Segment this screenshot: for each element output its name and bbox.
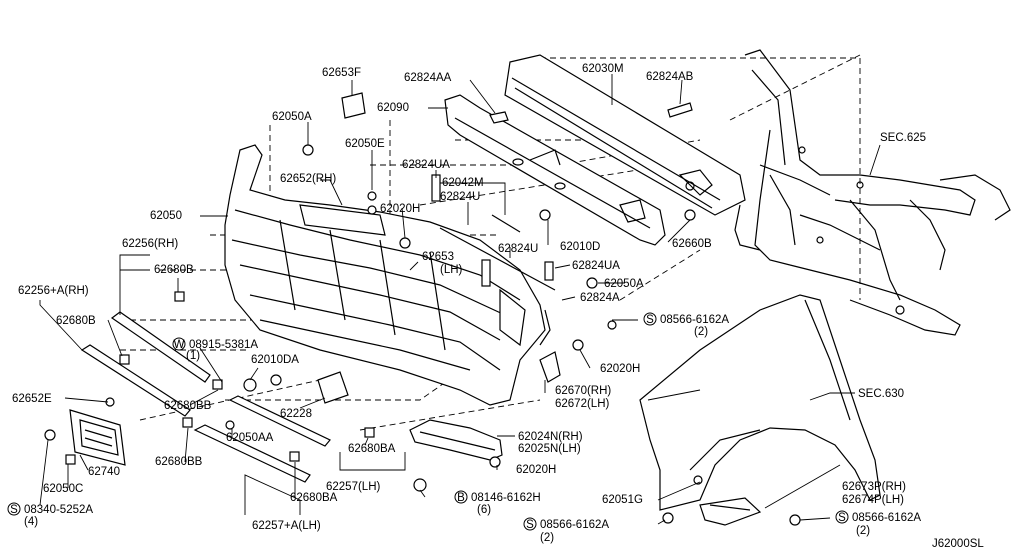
label-62740: 62740 — [88, 466, 120, 478]
label-62824UA-mid: 62824UA — [572, 260, 620, 272]
diagram-code: J62000SL — [932, 538, 984, 550]
pad-parts — [341, 92, 693, 124]
label-sec630: SEC.630 — [858, 388, 904, 400]
label-08566-right-qty: (2) — [856, 525, 870, 537]
label-62256RH: 62256(RH) — [122, 238, 178, 250]
fasteners — [44, 144, 801, 526]
label-62824A: 62824A — [580, 292, 620, 304]
label-62653F: 62653F — [322, 67, 361, 79]
label-62042M: 62042M — [442, 177, 484, 189]
label-62025N: 62025N(LH) — [518, 443, 581, 455]
bumper-fascia — [224, 144, 546, 406]
label-62257LH: 62257(LH) — [326, 481, 381, 493]
label-08340: 08340-5252A — [24, 504, 93, 516]
bolt-symbol-icon — [454, 490, 468, 504]
symbol-b: B — [457, 492, 465, 504]
label-62257ALH: 62257+A(LH) — [252, 520, 321, 532]
leader-lines — [39, 74, 881, 525]
screw-symbol-icon — [835, 510, 849, 524]
label-62660B: 62660B — [672, 238, 712, 250]
label-62050: 62050 — [150, 210, 182, 222]
label-62824UA-top: 62824UA — [402, 159, 450, 171]
label-62050AA: 62050AA — [226, 432, 274, 444]
label-62680B-top: 62680B — [154, 264, 194, 276]
label-08915: 08915-5381A — [189, 339, 258, 351]
label-62680B-left: 62680B — [56, 315, 96, 327]
label-62228: 62228 — [280, 408, 312, 420]
tow-hook-cover — [317, 371, 349, 404]
moldings — [80, 311, 331, 483]
license-bracket — [69, 409, 126, 466]
screw-symbol-icon — [523, 517, 537, 531]
label-08146: 08146-6162H — [471, 492, 541, 504]
label-08566-bot-qty: (2) — [540, 532, 554, 544]
core-support — [734, 49, 1011, 336]
label-62020H-top: 62020H — [380, 203, 420, 215]
label-08915-qty: (1) — [186, 350, 200, 362]
symbol-s: S — [646, 314, 654, 326]
symbol-w: W — [174, 339, 185, 351]
label-62680BB-mid: 62680BB — [164, 400, 212, 412]
label-62652RH: 62652(RH) — [280, 173, 336, 185]
label-62050A-top: 62050A — [272, 111, 312, 123]
label-62673P: 62673P(RH) — [842, 481, 906, 493]
energy-absorber — [444, 94, 666, 246]
label-62824U-mid: 62824U — [498, 243, 538, 255]
label-08146-qty: (6) — [477, 504, 491, 516]
label-62010DA: 62010DA — [251, 354, 299, 366]
symbol-s: S — [10, 504, 18, 516]
label-62051G: 62051G — [602, 494, 643, 506]
label-08340-qty: (4) — [24, 516, 38, 528]
label-62653: 62653 — [422, 251, 454, 263]
part-labels: 62653F 62824AA 62030M 62824AB 62090 6205… — [12, 63, 984, 550]
label-62050E: 62050E — [345, 138, 385, 150]
label-62020H-low: 62020H — [516, 464, 556, 476]
front-fender — [639, 294, 881, 526]
label-sec625: SEC.625 — [880, 132, 926, 144]
symbol-s: S — [526, 519, 534, 531]
screw-symbol-icon — [7, 502, 21, 516]
label-62680BB-low: 62680BB — [155, 456, 203, 468]
label-62050A-mid: 62050A — [604, 278, 644, 290]
washer-symbol-icon — [172, 337, 186, 351]
label-62652E: 62652E — [12, 393, 52, 405]
label-62050C: 62050C — [43, 483, 83, 495]
symbol-s: S — [838, 512, 846, 524]
label-62824AA: 62824AA — [404, 72, 452, 84]
label-08566-bot: 08566-6162A — [540, 519, 609, 531]
label-08566-top-qty: (2) — [694, 326, 708, 338]
label-62670RH: 62670(RH) — [555, 385, 611, 397]
label-62653-lh: (LH) — [440, 264, 463, 276]
symbol-markers: S W S B S S — [7, 312, 849, 531]
label-62824U-top: 62824U — [440, 191, 480, 203]
side-bracket — [499, 288, 561, 383]
label-08566-top: 08566-6162A — [660, 314, 729, 326]
screw-symbol-icon — [643, 312, 657, 326]
label-62824AB: 62824AB — [646, 71, 694, 83]
label-62090: 62090 — [377, 102, 409, 114]
label-62020H-mid: 62020H — [600, 363, 640, 375]
label-62680BA-low: 62680BA — [290, 492, 338, 504]
label-62674P: 62674P(LH) — [842, 494, 904, 506]
label-62680BA-mid: 62680BA — [348, 443, 396, 455]
label-62030M: 62030M — [582, 63, 624, 75]
label-62256ARH: 62256+A(RH) — [18, 285, 89, 297]
label-62010D: 62010D — [560, 241, 600, 253]
bumper-reinforcement — [504, 54, 746, 216]
label-62024N: 62024N(RH) — [518, 431, 583, 443]
label-08566-right: 08566-6162A — [852, 512, 921, 524]
fog-lamp — [409, 419, 503, 461]
label-62672LH: 62672(LH) — [555, 398, 610, 410]
